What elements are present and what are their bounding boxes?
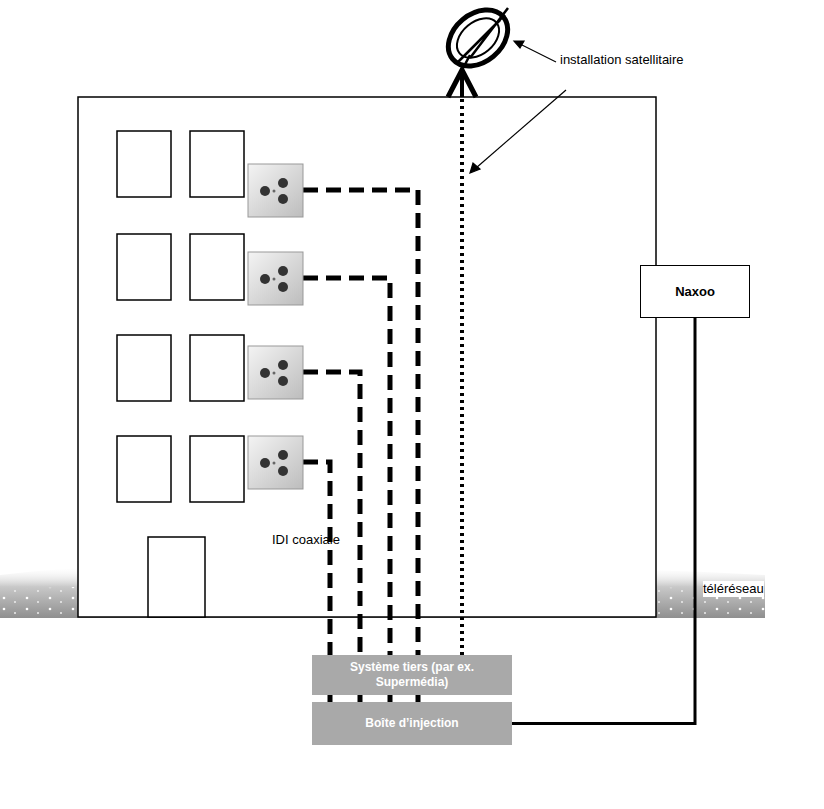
windows: [117, 131, 244, 502]
edge-label: téléréseau: [703, 581, 764, 597]
cable-line: [512, 318, 695, 724]
satellite-dish: [437, 0, 518, 97]
coax-outlets: [248, 164, 303, 489]
node-text: Système tiers (par ex. Supermédia): [320, 660, 504, 690]
callout-label: installation satellitaire: [560, 52, 690, 68]
area-label: IDI coaxiale: [272, 532, 382, 548]
satellite-cable: [460, 78, 464, 655]
door: [148, 537, 205, 617]
building: [78, 97, 656, 617]
coax-lines: [303, 190, 418, 702]
node-text: Naxoo: [675, 284, 715, 299]
third-party-box: Système tiers (par ex. Supermédia): [312, 655, 512, 695]
node-text: Boîte d’injection: [365, 716, 458, 731]
injection-box: Boîte d’injection: [312, 702, 512, 745]
leader-arrows: [470, 41, 566, 173]
provider-box: Naxoo: [640, 265, 750, 318]
